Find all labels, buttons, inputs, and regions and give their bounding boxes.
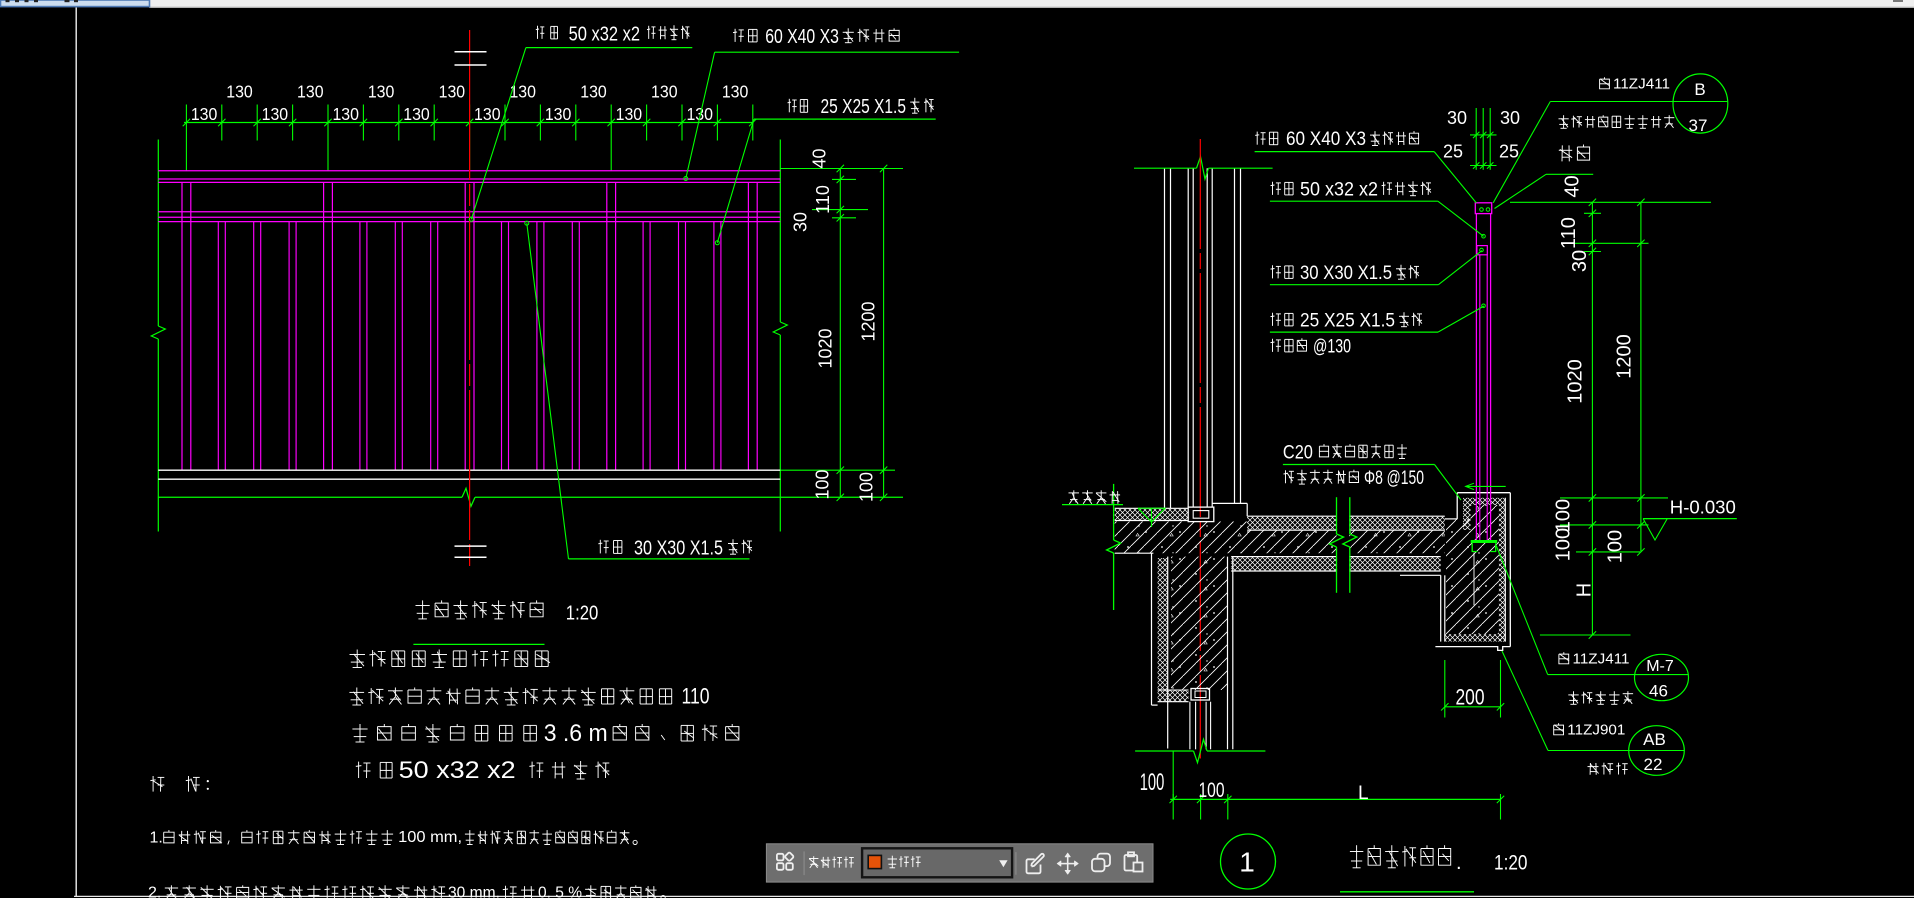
svg-text:B: B — [1694, 80, 1705, 99]
svg-text:25 X25 X1.5: 25 X25 X1.5 — [1300, 310, 1395, 331]
svg-text:30: 30 — [1500, 108, 1520, 128]
svg-text:130: 130 — [368, 82, 395, 102]
svg-text:60 X40 X3: 60 X40 X3 — [1286, 129, 1366, 150]
svg-text:Φ8 @150: Φ8 @150 — [1364, 468, 1424, 489]
svg-text:130: 130 — [439, 82, 466, 102]
svg-text:L: L — [1358, 783, 1369, 804]
svg-text:30 mm.: 30 mm. — [448, 885, 500, 898]
svg-text:50 x32 x2: 50 x32 x2 — [1300, 179, 1378, 200]
svg-text:130: 130 — [509, 82, 536, 102]
svg-text:25: 25 — [1443, 142, 1463, 162]
svg-text:M-7: M-7 — [1646, 658, 1674, 675]
svg-text:100: 100 — [1199, 778, 1225, 802]
svg-text:C20: C20 — [1283, 443, 1313, 464]
svg-text:130: 130 — [262, 104, 289, 124]
svg-text:130: 130 — [616, 104, 643, 124]
svg-text:100: 100 — [1553, 528, 1575, 561]
svg-text:130: 130 — [297, 82, 324, 102]
svg-text:11ZJ901: 11ZJ901 — [1567, 723, 1625, 739]
svg-text:130: 130 — [191, 104, 218, 124]
svg-text:130: 130 — [651, 82, 678, 102]
svg-text:11ZJ411: 11ZJ411 — [1613, 77, 1670, 93]
svg-text:@130: @130 — [1313, 336, 1351, 357]
svg-text:100: 100 — [857, 472, 877, 502]
svg-text:50 x32 x2: 50 x32 x2 — [399, 757, 516, 784]
svg-text:30: 30 — [1447, 108, 1467, 128]
svg-text:.: . — [1456, 852, 1462, 874]
svg-text:25: 25 — [1499, 142, 1519, 162]
svg-text:22: 22 — [1644, 755, 1663, 774]
svg-text:130: 130 — [686, 104, 713, 124]
svg-text:25 X25 X1.5: 25 X25 X1.5 — [821, 96, 907, 118]
svg-text:H: H — [1574, 583, 1596, 597]
svg-text:130: 130 — [545, 104, 572, 124]
svg-text:37: 37 — [1689, 116, 1708, 135]
svg-text:50 x32 x2: 50 x32 x2 — [569, 24, 641, 46]
svg-text:46: 46 — [1649, 682, 1668, 701]
svg-text:1200: 1200 — [859, 301, 879, 341]
svg-text:30 X30 X1.5: 30 X30 X1.5 — [634, 538, 723, 560]
svg-text:130: 130 — [722, 82, 749, 102]
svg-text:1020: 1020 — [1565, 359, 1587, 404]
svg-text:30: 30 — [791, 212, 811, 232]
svg-text:1020: 1020 — [816, 328, 836, 368]
svg-text:100: 100 — [1605, 530, 1627, 563]
svg-text:2.: 2. — [148, 885, 161, 898]
svg-text:AB: AB — [1643, 730, 1666, 749]
svg-text:H-0.030: H-0.030 — [1670, 498, 1736, 518]
svg-text:40: 40 — [1562, 175, 1584, 197]
svg-text:200: 200 — [1456, 685, 1485, 710]
svg-text:100: 100 — [1553, 499, 1575, 532]
svg-text:130: 130 — [580, 82, 607, 102]
svg-text:1:20: 1:20 — [1494, 852, 1528, 875]
svg-text:11ZJ411: 11ZJ411 — [1573, 652, 1630, 668]
svg-text:1: 1 — [1239, 847, 1255, 878]
svg-text:30 X30 X1.5: 30 X30 X1.5 — [1300, 263, 1392, 284]
svg-text:110: 110 — [682, 684, 710, 709]
svg-text:1.: 1. — [150, 830, 163, 847]
svg-text:100: 100 — [813, 469, 833, 499]
svg-text:130: 130 — [474, 104, 501, 124]
svg-text:130: 130 — [226, 82, 253, 102]
svg-text:3 .6 m: 3 .6 m — [544, 720, 608, 747]
svg-text:1:20: 1:20 — [566, 603, 599, 625]
svg-text:0. 5 %: 0. 5 % — [538, 885, 582, 898]
svg-text:30: 30 — [1569, 250, 1591, 272]
svg-text:130: 130 — [332, 104, 359, 124]
svg-text:130: 130 — [403, 104, 430, 124]
svg-text:60 X40 X3: 60 X40 X3 — [765, 26, 839, 48]
svg-text:40: 40 — [810, 148, 830, 168]
svg-text:110: 110 — [1558, 217, 1580, 249]
svg-text:100 mm,: 100 mm, — [398, 829, 462, 846]
svg-text:1200: 1200 — [1614, 334, 1636, 379]
svg-text:110: 110 — [813, 185, 833, 214]
svg-text:100: 100 — [1140, 769, 1165, 796]
